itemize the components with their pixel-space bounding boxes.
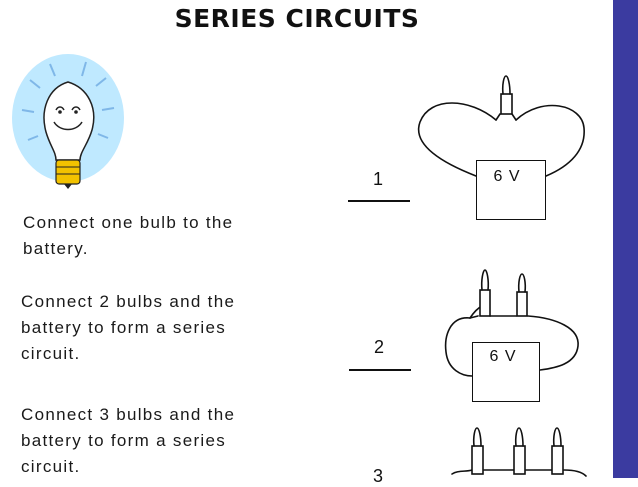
answer-number-3: 3 (372, 466, 383, 486)
instruction-1: Connect one bulb to the battery. (23, 213, 234, 258)
battery-1-label: 6 V (493, 168, 521, 185)
battery-2: 6 V (472, 342, 540, 402)
circuit-1 (417, 75, 585, 177)
page-title: SERIES CIRCUITS (174, 4, 420, 33)
accent-bar (613, 0, 638, 478)
circuit-3 (451, 427, 587, 477)
answer-number-2: 2 (373, 337, 384, 357)
circuit-2 (444, 269, 579, 377)
instruction-2: Connect 2 bulbs and the battery to form … (21, 292, 236, 363)
battery-1: 6 V (476, 160, 546, 220)
instruction-3: Connect 3 bulbs and the battery to form … (21, 405, 236, 476)
battery-2-label: 6 V (489, 348, 517, 365)
answer-blank-2[interactable] (349, 369, 411, 371)
answer-blank-1[interactable] (348, 200, 410, 202)
answer-number-1: 1 (372, 169, 383, 189)
smiling-lightbulb-icon (12, 54, 124, 189)
